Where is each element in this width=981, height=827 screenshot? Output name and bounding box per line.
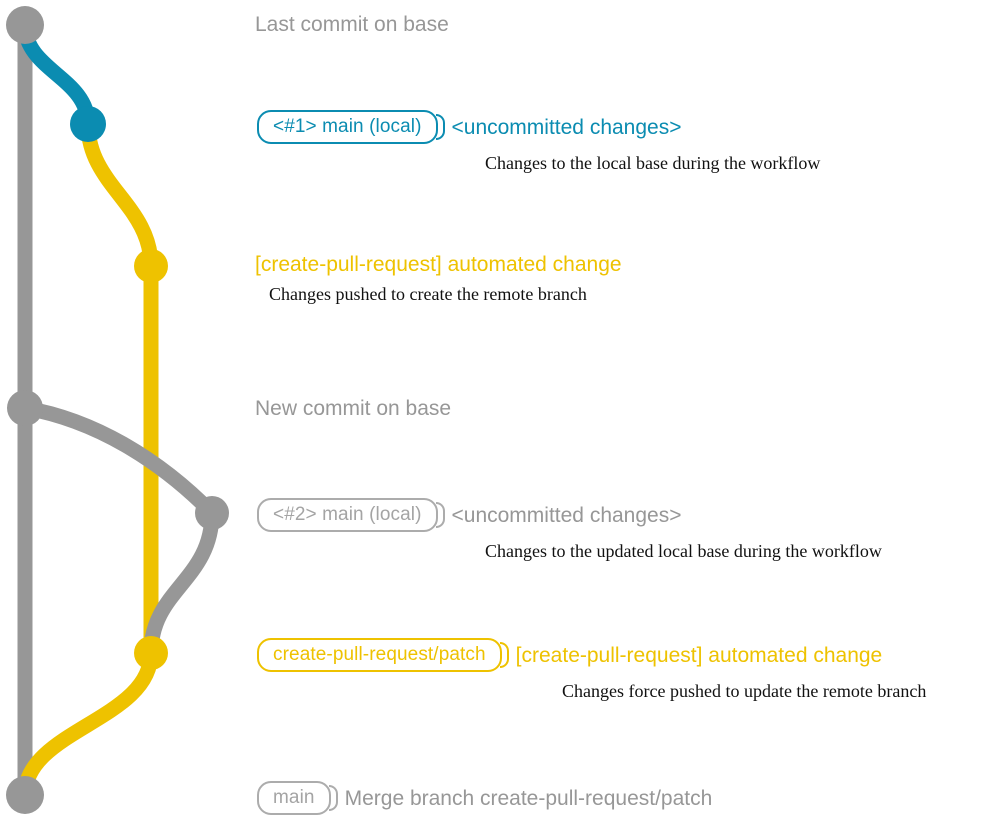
commit-subject: New commit on base [255,397,452,420]
commit-row-automated-change-2: create-pull-request/patch [create-pull-r… [257,638,926,702]
commit-row-new-commit-on-base: New commit on base [255,398,451,419]
commit-node-new-commit-on-base[interactable] [7,390,43,426]
ref-badge-create-pull-request-patch[interactable]: create-pull-request/patch [257,638,502,672]
commit-row-local-1: <#1> main (local) <uncommitted changes> … [257,110,820,174]
commit-headline: Last commit on base [255,14,449,35]
ref-badge-main[interactable]: main [257,781,331,815]
commit-node-automated-change-2[interactable] [134,636,168,670]
local-branch-line-gray [17,400,220,521]
commit-headline: <#1> main (local) <uncommitted changes> [257,110,820,144]
commit-row-last-commit-on-base: Last commit on base [255,14,449,35]
commit-row-automated-change-1: [create-pull-request] automated change C… [255,254,622,305]
commit-node-local-1[interactable] [70,106,106,142]
commit-headline: New commit on base [255,398,451,419]
commit-note: Changes to the updated local base during… [485,541,882,561]
commit-subject: [create-pull-request] automated change [515,643,883,667]
commit-node-automated-change-1[interactable] [134,249,168,283]
commit-headline: [create-pull-request] automated change [255,254,622,275]
commit-note: Changes to the local base during the wor… [485,153,821,173]
commit-node-last-commit-on-base[interactable] [6,6,44,44]
commit-subject: [create-pull-request] automated change [255,253,622,276]
commit-subject: Last commit on base [255,13,449,36]
commit-headline: create-pull-request/patch [create-pull-r… [257,638,926,672]
commit-row-merge-commit: main Merge branch create-pull-request/pa… [257,781,712,815]
commit-subject: <uncommitted changes> [451,115,682,139]
commit-note: Changes force pushed to update the remot… [562,681,927,701]
commit-headline: main Merge branch create-pull-request/pa… [257,781,712,815]
ref-badge-main-local-2[interactable]: <#2> main (local) [257,498,438,532]
ref-badge-main-local-1[interactable]: <#1> main (local) [257,110,438,144]
commit-headline: <#2> main (local) <uncommitted changes> [257,498,882,532]
commit-node-merge-commit[interactable] [6,776,44,814]
commit-node-local-2[interactable] [195,496,229,530]
local-to-patch-line [143,505,220,661]
commit-subject: Merge branch create-pull-request/patch [344,786,713,810]
commit-subject: <uncommitted changes> [451,503,682,527]
commit-note: Changes pushed to create the remote bran… [269,284,587,304]
commit-row-local-2: <#2> main (local) <uncommitted changes> … [257,498,882,562]
patch-merge-line [17,645,159,803]
